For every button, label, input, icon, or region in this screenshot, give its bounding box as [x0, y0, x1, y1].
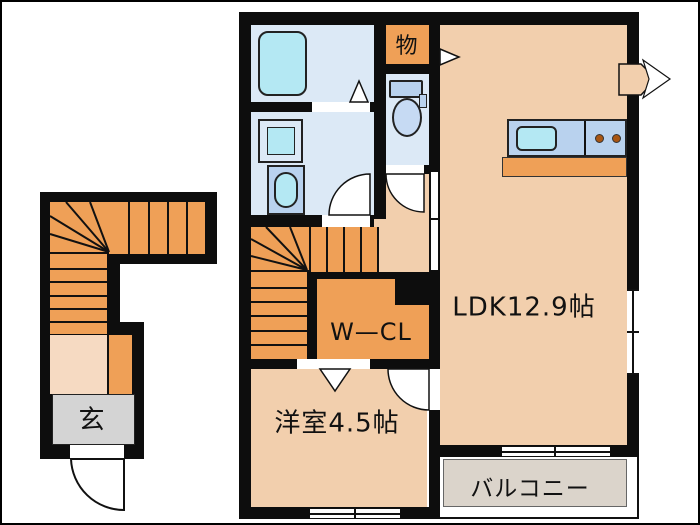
- label-wcl: W—CL: [330, 318, 412, 346]
- label-storage: 物: [395, 34, 419, 59]
- window-glass-line: [502, 451, 610, 453]
- kitchen-counter-front: [502, 157, 627, 177]
- stair-tread-line: [251, 301, 307, 303]
- label-western-room: 洋室4.5帖: [274, 408, 400, 439]
- stair-tread-line: [251, 287, 307, 289]
- stair-tread-line: [50, 308, 107, 310]
- stair-tread-line: [326, 227, 328, 272]
- stair-tread-line: [128, 202, 130, 254]
- wall-top: [239, 12, 639, 25]
- entry-stair-column: [50, 254, 107, 334]
- kitchen-counter-divider: [584, 121, 586, 155]
- stove-burner: [595, 134, 604, 143]
- ldk-floor: [440, 25, 627, 445]
- wall-wcl-top: [309, 272, 440, 279]
- toilet-flush-handle: [419, 94, 427, 108]
- wall-wcl-corner-block: [395, 272, 440, 305]
- label-entrance: 玄: [78, 405, 106, 436]
- washing-machine-pan: [267, 165, 305, 215]
- window-mullion: [554, 447, 556, 456]
- washbasin: [258, 119, 303, 163]
- stair-tread-line: [251, 330, 307, 332]
- toilet-bowl: [392, 98, 422, 137]
- entry-hall-floor: [50, 335, 107, 394]
- window-ldk-right: [627, 289, 639, 375]
- stair-tread-line: [251, 315, 307, 317]
- toilet-tank: [389, 80, 423, 98]
- entry-winder: [50, 202, 109, 254]
- stair-tread-line: [148, 202, 150, 254]
- wcl-folding-door: [297, 359, 370, 369]
- window-ldk-balcony: [502, 446, 610, 457]
- wcl-floor-upper: [317, 279, 395, 359]
- stair-tread-line: [186, 202, 188, 254]
- ldk-opening-chevron: [641, 58, 672, 100]
- stair-run-upper: [309, 227, 379, 272]
- entry-step: [107, 335, 132, 394]
- wall-stair-wcl-divider: [307, 272, 317, 359]
- stair-tread-line: [343, 227, 345, 272]
- kitchen-counter: [507, 119, 627, 157]
- bath-folding-door: [312, 102, 370, 112]
- stair-winder-upper: [251, 227, 309, 272]
- wall-left: [239, 12, 251, 519]
- entrance-door-opening: [70, 445, 124, 459]
- label-balcony: バルコニー: [470, 476, 590, 502]
- entry-stair-run: [109, 202, 205, 254]
- washroom-door-opening: [322, 215, 370, 227]
- entrance-door-swing: [69, 458, 125, 512]
- window-mullion: [627, 331, 639, 333]
- stair-column-upper: [251, 272, 307, 359]
- washbasin-bowl: [267, 127, 295, 155]
- stair-tread-line: [167, 202, 169, 254]
- western-room-door-opening: [429, 369, 440, 410]
- kitchen-sink: [516, 126, 557, 151]
- window-western-room: [310, 508, 400, 519]
- wall-storage-bottom: [374, 64, 440, 74]
- stair-tread-line: [251, 344, 307, 346]
- sliding-door-track-line: [431, 218, 438, 220]
- stair-tread-line: [50, 268, 107, 270]
- balcony-floor: [443, 459, 627, 507]
- stair-tread-line: [50, 281, 107, 283]
- toilet-door-opening: [386, 165, 424, 174]
- window-mullion: [354, 509, 356, 518]
- washing-machine: [274, 172, 298, 208]
- stair-tread-line: [360, 227, 362, 272]
- bathtub: [258, 31, 307, 96]
- stair-tread-line: [50, 321, 107, 323]
- stove-burner: [612, 134, 621, 143]
- wcl-floor-lower: [395, 305, 429, 359]
- storage-room-floor: [386, 25, 429, 64]
- wall-right: [627, 12, 639, 457]
- label-ldk: LDK12.9帖: [452, 292, 596, 323]
- stair-tread-line: [50, 295, 107, 297]
- wall-bath-right: [374, 25, 386, 219]
- entrance-floor: [52, 394, 135, 445]
- sliding-door-hall-ldk: [430, 172, 439, 270]
